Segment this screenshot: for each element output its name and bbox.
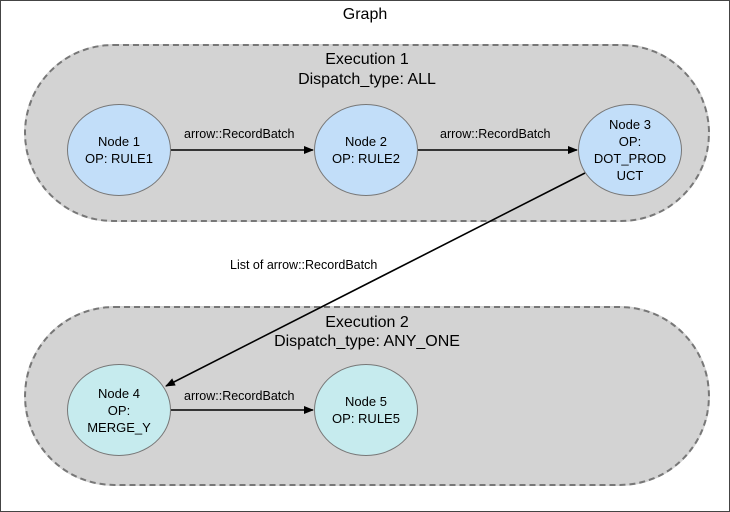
node-5: Node 5 OP: RULE5 bbox=[314, 364, 418, 456]
node-5-title: Node 5 bbox=[345, 394, 387, 409]
node-3-op-line-1: DOT_PROD bbox=[593, 151, 667, 166]
node-2-op: OP: RULE2 bbox=[332, 151, 400, 166]
edge-label-node2-node3: arrow::RecordBatch bbox=[440, 127, 551, 141]
node-3-op-line-2: UCT bbox=[616, 168, 644, 183]
node-3-title: Node 3 bbox=[609, 117, 651, 132]
node-4-title: Node 4 bbox=[98, 385, 140, 401]
node-4-op-value: MERGE_Y bbox=[87, 419, 151, 435]
edge-label-node4-node5: arrow::RecordBatch bbox=[184, 389, 295, 403]
execution-2-name: Execution 2 bbox=[325, 314, 409, 331]
graph-title: Graph bbox=[342, 6, 388, 23]
node-3-op-label: OP: bbox=[618, 134, 642, 149]
node-1: Node 1 OP: RULE1 bbox=[67, 104, 171, 196]
node-4: Node 4 OP: MERGE_Y bbox=[67, 364, 171, 456]
node-5-op: OP: RULE5 bbox=[332, 411, 400, 426]
execution-1-dispatch: Dispatch_type: ALL bbox=[298, 71, 436, 88]
edge-node3-node4 bbox=[165, 172, 586, 387]
node-4-op-label: OP: bbox=[107, 402, 131, 418]
node-2: Node 2 OP: RULE2 bbox=[314, 104, 418, 196]
node-2-title: Node 2 bbox=[345, 134, 387, 149]
execution-1-name: Execution 1 bbox=[325, 51, 409, 68]
edge-label-node3-node4: List of arrow::RecordBatch bbox=[230, 258, 378, 272]
edge-label-node1-node2: arrow::RecordBatch bbox=[184, 127, 295, 141]
node-1-title: Node 1 bbox=[98, 134, 140, 149]
node-1-op: OP: RULE1 bbox=[85, 151, 153, 166]
execution-2-dispatch: Dispatch_type: ANY_ONE bbox=[274, 333, 460, 350]
node-3: Node 3 OP: DOT_PROD UCT bbox=[578, 104, 682, 196]
